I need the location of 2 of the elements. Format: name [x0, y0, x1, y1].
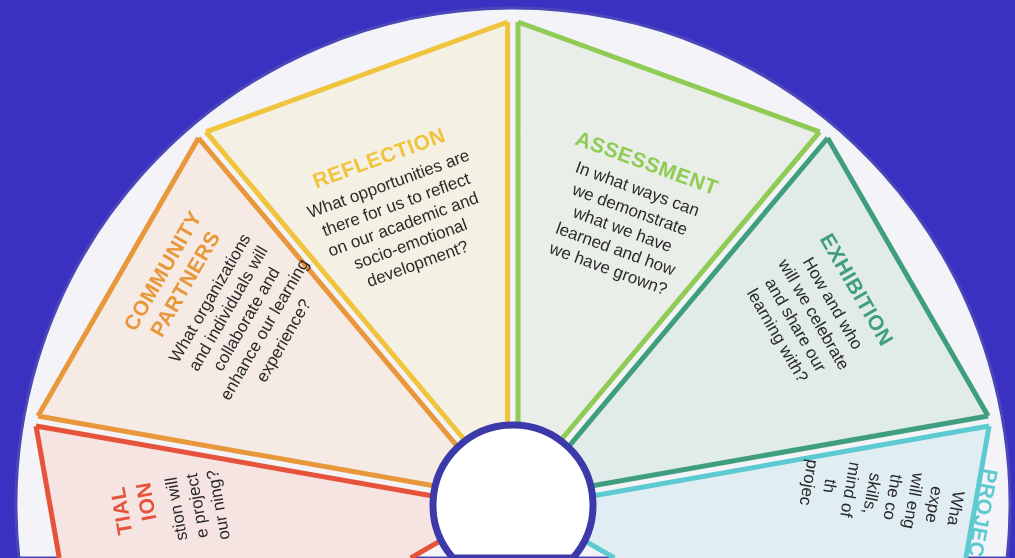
- wedge-question: stion will e project our ning?: [160, 468, 235, 545]
- wedge-heading: TIAL ION: [104, 479, 162, 539]
